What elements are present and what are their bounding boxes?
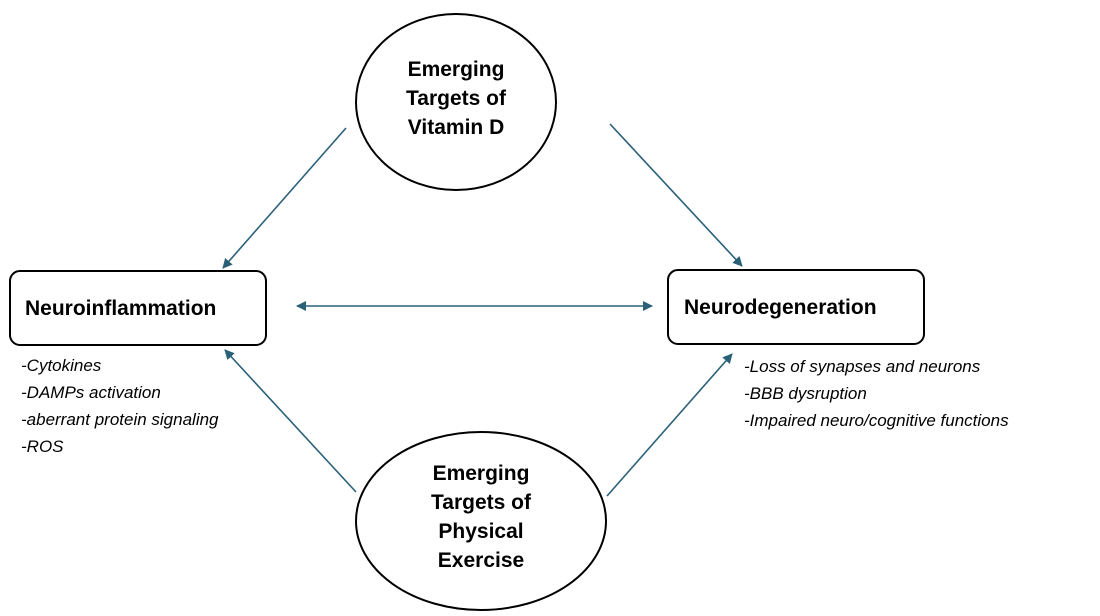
exercise-label-line-2: Targets of [431, 491, 531, 514]
exercise-label: Emerging Targets of Physical Exercise [381, 459, 581, 575]
list-item: -Impaired neuro/cognitive functions [744, 411, 1009, 430]
arrow-exercise-to-neuroinflammation [224, 349, 357, 493]
vitamin-d-label: Emerging Targets of Vitamin D [356, 55, 556, 142]
neurodegeneration-label: Neurodegeneration [684, 296, 877, 319]
list-item: -Cytokines [21, 356, 102, 375]
neuroinflammation-list: -Cytokines -DAMPs activation -aberrant p… [21, 352, 219, 460]
list-item: -DAMPs activation [21, 383, 161, 402]
neuroinflammation-box [9, 270, 267, 346]
neuroinflammation-label: Neuroinflammation [25, 297, 217, 320]
arrow-vitamind-to-neurodegeneration [609, 123, 743, 267]
list-item: -ROS [21, 437, 64, 456]
neurodegeneration-box [667, 269, 925, 345]
arrow-vitamind-to-neuroinflammation [222, 127, 347, 269]
list-item: -aberrant protein signaling [21, 410, 219, 429]
vitamin-d-ellipse [355, 13, 557, 191]
exercise-ellipse [355, 431, 607, 611]
vitamin-d-label-line-1: Emerging [407, 58, 505, 81]
arrow-exercise-to-neurodegeneration [606, 353, 733, 497]
exercise-label-line-3: Physical [438, 520, 524, 543]
list-item: -Loss of synapses and neurons [744, 357, 981, 376]
neurodegeneration-list: -Loss of synapses and neurons -BBB dysru… [744, 353, 1009, 434]
list-item: -BBB dysruption [744, 384, 867, 403]
vitamin-d-label-line-3: Vitamin D [407, 116, 505, 139]
vitamin-d-label-line-2: Targets of [406, 87, 506, 110]
exercise-label-line-4: Exercise [437, 549, 525, 572]
exercise-label-line-1: Emerging [432, 462, 530, 485]
